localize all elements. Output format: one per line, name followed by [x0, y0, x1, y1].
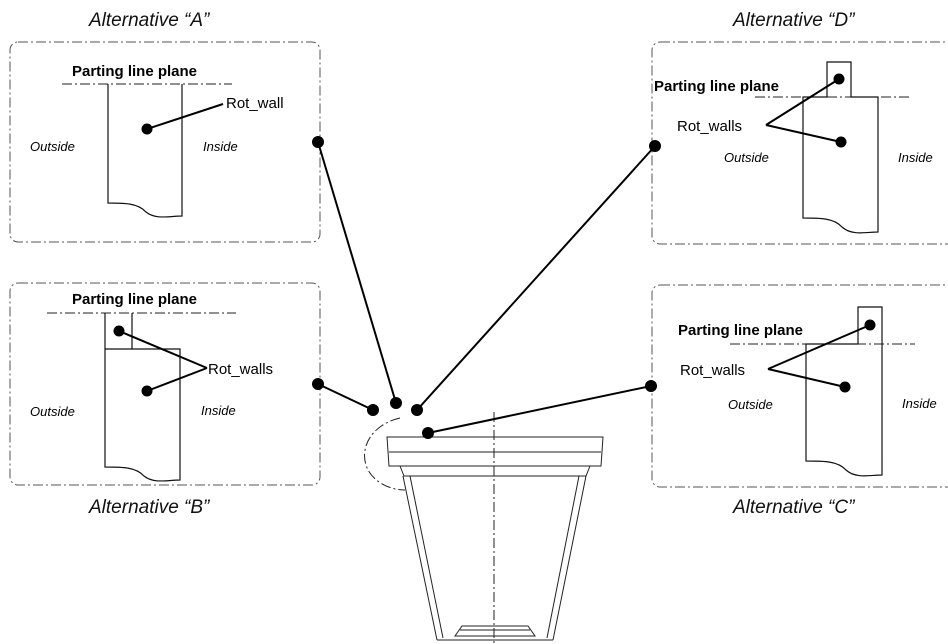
- cup-right-outer: [552, 475, 587, 641]
- detail-circle: [364, 417, 406, 491]
- panel-a-outside-label: Outside: [30, 139, 75, 154]
- panel-c-rot-leader-2: [767, 368, 846, 388]
- panel-d-wall: [802, 61, 879, 234]
- panel-d-outside-label: Outside: [724, 150, 769, 165]
- panel-c-outside-label: Outside: [728, 397, 773, 412]
- leader-b: [317, 383, 374, 411]
- panel-b-wall: [104, 313, 181, 482]
- panel-a-plane-label: Parting line plane: [72, 63, 197, 80]
- panel-d-rot-leader-2: [765, 124, 842, 143]
- panel-b-outside-label: Outside: [30, 404, 75, 419]
- leader-d: [416, 145, 656, 411]
- panel-a-rot-label: Rot_wall: [226, 95, 284, 112]
- panel-b-inside-label: Inside: [201, 403, 236, 418]
- panel-d-rot-dot-1: [833, 73, 845, 85]
- panel-a-inside-label: Inside: [203, 139, 238, 154]
- cup-left-inner: [409, 475, 444, 639]
- cup-right-inner: [546, 475, 580, 639]
- panel-alternative-c: Parting line plane Rot_walls Outside Ins…: [645, 284, 948, 518]
- panel-alternative-b: Parting line plane Rot_walls Outside Ins…: [9, 282, 324, 518]
- cup-dot-b: [367, 404, 379, 416]
- panel-a-title: Alternative “A”: [88, 10, 211, 31]
- panel-c-frame: [651, 284, 948, 488]
- cup-dot-a: [390, 397, 402, 409]
- panel-c-rot-leader-1: [767, 324, 871, 370]
- panel-b-rot-dot-1: [113, 325, 125, 337]
- panel-b-rot-leader-1: [118, 330, 208, 369]
- panel-a-wall: [107, 84, 183, 218]
- panel-d-rot-leader-1: [765, 78, 840, 126]
- cup-base-step: [454, 625, 536, 637]
- panel-d-inside-label: Inside: [898, 150, 933, 165]
- panel-a-rot-leader: [146, 103, 224, 130]
- panel-d-frame: [651, 41, 948, 245]
- cup-rim: [386, 436, 604, 467]
- panel-a-rot-dot: [141, 123, 153, 135]
- panel-b-rot-leader-2: [146, 367, 208, 392]
- panel-b-rot-label: Rot_walls: [208, 361, 273, 378]
- panel-b-title: Alternative “B”: [88, 497, 211, 518]
- panel-c-inside-label: Inside: [902, 396, 937, 411]
- panel-d-rot-label: Rot_walls: [677, 118, 742, 135]
- panel-b-plane-label: Parting line plane: [72, 291, 197, 308]
- panel-c-plane-label: Parting line plane: [678, 322, 803, 339]
- panel-alternative-d: Alternative “D” Parting line plane Rot_w…: [649, 10, 948, 245]
- panel-c-rot-label: Rot_walls: [680, 362, 745, 379]
- cup-flange: [399, 465, 591, 477]
- panel-b-rot-dot-2: [141, 385, 153, 397]
- panel-d-plane-label: Parting line plane: [654, 78, 779, 95]
- panel-c-title: Alternative “C”: [732, 497, 856, 518]
- cup-part: [364, 412, 604, 644]
- connection-leaders: [317, 141, 656, 439]
- panel-d-title: Alternative “D”: [732, 10, 856, 31]
- panel-alternative-a: Alternative “A” Parting line plane Rot_w…: [9, 10, 324, 243]
- leader-a: [317, 141, 397, 404]
- panel-c-rot-dot-2: [839, 381, 851, 393]
- cup-left-outer: [402, 475, 438, 641]
- panel-d-rot-dot-2: [835, 136, 847, 148]
- cup-dot-d: [411, 404, 423, 416]
- cup-dot-c: [422, 427, 434, 439]
- panel-c-rot-dot-1: [864, 319, 876, 331]
- leader-c: [427, 385, 652, 434]
- panel-c-wall: [805, 306, 883, 477]
